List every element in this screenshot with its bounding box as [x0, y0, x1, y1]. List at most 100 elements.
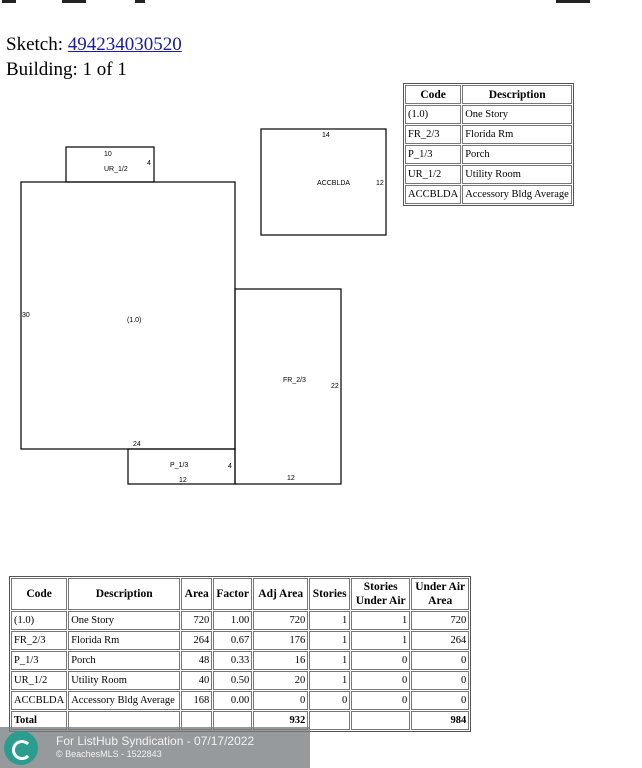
summary-stories-under-air: 0 — [351, 691, 411, 710]
summary-factor: 0.00 — [213, 691, 253, 710]
watermark-line1: For ListHub Syndication - 07/17/2022 — [56, 734, 255, 748]
summary-header-adj-area: Adj Area — [253, 578, 309, 610]
legend-description: Accessory Bldg Average — [462, 185, 573, 204]
acc-top-dimension: 14 — [322, 132, 330, 139]
legend-code: P_1/3 — [405, 145, 462, 164]
one-story-outline — [20, 181, 236, 450]
summary-description: One Story — [68, 611, 181, 630]
text-fragment — [135, 0, 145, 3]
summary-area: 720 — [181, 611, 213, 630]
summary-stories-under-air: 0 — [351, 671, 411, 690]
legend-header-row: Code Description — [405, 85, 573, 104]
text-fragment — [62, 0, 86, 3]
fr-side-dimension: 22 — [331, 383, 339, 390]
acc-side-dimension: 12 — [376, 180, 384, 187]
porch-bottom-dimension: 12 — [179, 477, 187, 484]
summary-code: P_1/3 — [11, 651, 68, 670]
total-empty — [351, 711, 411, 730]
legend-header-description: Description — [462, 85, 573, 104]
summary-under-air-area: 0 — [411, 691, 470, 710]
legend-description: Florida Rm — [462, 125, 573, 144]
summary-header-under-air-area: Under Air Area — [411, 578, 470, 610]
summary-header-row: Code Description Area Factor Adj Area St… — [11, 578, 470, 610]
syndication-watermark: For ListHub Syndication - 07/17/2022 © B… — [0, 727, 310, 768]
summary-code: ACCBLDA — [11, 691, 68, 710]
ur-side-dimension: 4 — [147, 160, 151, 167]
summary-factor: 0.33 — [213, 651, 253, 670]
total-empty — [309, 711, 351, 730]
watermark-line2: © BeachesMLS - 1522843 — [56, 749, 162, 759]
legend-code: ACCBLDA — [405, 185, 462, 204]
accessory-building-outline — [260, 128, 387, 236]
summary-code: (1.0) — [11, 611, 68, 630]
summary-stories: 1 — [309, 651, 351, 670]
summary-under-air-area: 720 — [411, 611, 470, 630]
porch-side-dimension: 4 — [228, 463, 232, 470]
summary-adj-area: 176 — [253, 631, 309, 650]
summary-under-air-area: 264 — [411, 631, 470, 650]
summary-description: Porch — [68, 651, 181, 670]
summary-description: Florida Rm — [68, 631, 181, 650]
summary-header-stories-under-air: Stories Under Air — [351, 578, 411, 610]
area-summary-table: Code Description Area Factor Adj Area St… — [9, 576, 472, 732]
summary-header-factor: Factor — [213, 578, 253, 610]
sketch-label: Sketch: — [6, 34, 63, 55]
summary-row: UR_1/2 Utility Room 40 0.50 20 1 0 0 — [11, 671, 470, 690]
legend-code: UR_1/2 — [405, 165, 462, 184]
summary-stories: 1 — [309, 671, 351, 690]
text-fragment — [2, 0, 16, 3]
summary-total-row: Total 932 984 — [11, 711, 470, 730]
folio-link[interactable]: 494234030520 — [67, 34, 182, 55]
summary-factor: 1.00 — [213, 611, 253, 630]
text-fragment — [556, 0, 590, 3]
summary-adj-area: 0 — [253, 691, 309, 710]
building-heading: Building: 1 of 1 — [6, 59, 127, 80]
summary-under-air-area: 0 — [411, 671, 470, 690]
summary-stories-under-air: 0 — [351, 651, 411, 670]
summary-adj-area: 20 — [253, 671, 309, 690]
porch-code-label: P_1/3 — [170, 462, 188, 469]
summary-row: (1.0) One Story 720 1.00 720 1 1 720 — [11, 611, 470, 630]
legend-description: Porch — [462, 145, 573, 164]
summary-under-air-area: 0 — [411, 651, 470, 670]
summary-adj-area: 720 — [253, 611, 309, 630]
porch-outline — [127, 448, 236, 485]
summary-row: ACCBLDA Accessory Bldg Average 168 0.00 … — [11, 691, 470, 710]
summary-stories-under-air: 1 — [351, 611, 411, 630]
fr-bottom-dimension: 12 — [287, 475, 295, 482]
main-side-dimension: 30 — [22, 312, 30, 319]
summary-stories: 1 — [309, 611, 351, 630]
acc-code-label: ACCBLDA — [317, 180, 350, 187]
summary-description: Accessory Bldg Average — [68, 691, 181, 710]
summary-adj-area: 16 — [253, 651, 309, 670]
summary-row: P_1/3 Porch 48 0.33 16 1 0 0 — [11, 651, 470, 670]
sketch-heading: Sketch: 494234030520 — [6, 34, 182, 56]
summary-area: 168 — [181, 691, 213, 710]
legend-description: Utility Room — [462, 165, 573, 184]
ur-code-label: UR_1/2 — [104, 166, 128, 173]
legend-code: FR_2/3 — [405, 125, 462, 144]
summary-description: Utility Room — [68, 671, 181, 690]
summary-area: 40 — [181, 671, 213, 690]
summary-stories: 0 — [309, 691, 351, 710]
summary-factor: 0.67 — [213, 631, 253, 650]
summary-header-area: Area — [181, 578, 213, 610]
summary-header-description: Description — [68, 578, 181, 610]
summary-stories: 1 — [309, 631, 351, 650]
summary-area: 48 — [181, 651, 213, 670]
listhub-logo-icon — [4, 731, 38, 765]
summary-header-code: Code — [11, 578, 68, 610]
total-under-air-area: 984 — [411, 711, 470, 730]
summary-code: UR_1/2 — [11, 671, 68, 690]
summary-header-stories: Stories — [309, 578, 351, 610]
florida-room-outline — [234, 288, 342, 485]
building-sketch: 10 UR_1/2 4 14 ACCBLDA 12 30 (1.0) 24 FR… — [20, 128, 387, 485]
ur-top-dimension: 10 — [104, 151, 112, 158]
legend-header-code: Code — [405, 85, 462, 104]
summary-code: FR_2/3 — [11, 631, 68, 650]
